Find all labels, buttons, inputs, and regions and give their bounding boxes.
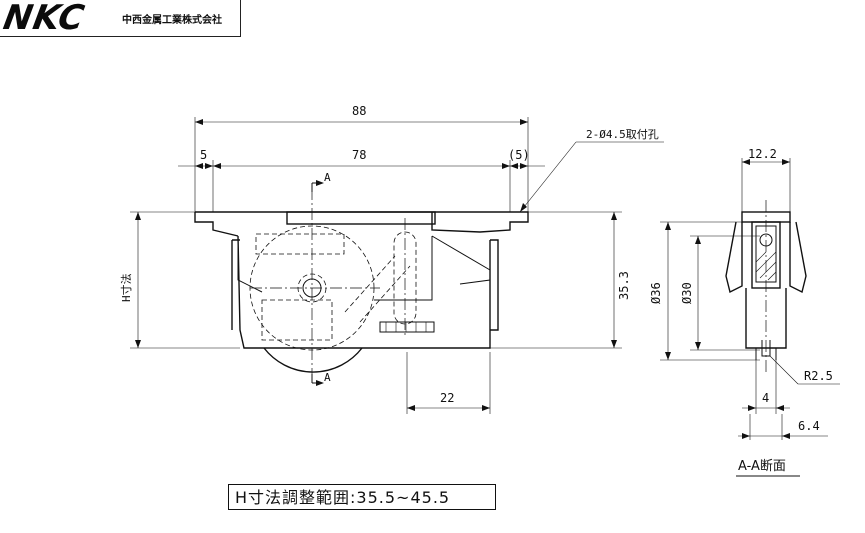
section-mark-bottom: A — [324, 371, 331, 384]
adjustment-range-note: H寸法調整範囲:35.5~45.5 — [228, 484, 496, 510]
dim-inner-dia: Ø30 — [680, 282, 694, 304]
dim-overall-width: 88 — [352, 104, 366, 118]
dim-top-width: 12.2 — [748, 147, 777, 161]
dim-hole-pitch: 78 — [352, 148, 366, 162]
hole-note: 2-Ø4.5取付孔 — [586, 128, 659, 141]
dim-wheel-offset: 22 — [440, 391, 454, 405]
dim-outer-dia: Ø36 — [649, 282, 663, 304]
front-view: 88 78 5 (5) 2-Ø4.5取付孔 H寸法 35.3 — [119, 104, 664, 414]
dim-right-margin: (5) — [508, 148, 530, 162]
dim-left-margin: 5 — [200, 148, 207, 162]
section-view: 12.2 Ø36 Ø30 R2.5 — [649, 147, 840, 477]
company-name: 中西金属工業株式会社 — [122, 15, 222, 26]
dim-height: 35.3 — [617, 271, 631, 300]
label-h: H寸法 — [119, 273, 133, 302]
section-mark-top: A — [324, 171, 331, 184]
dim-groove: 4 — [762, 391, 769, 405]
section-title: A-A断面 — [738, 459, 786, 474]
company-logo-block: NKC 中西金属工業株式会社 — [0, 0, 241, 38]
dim-radius: R2.5 — [804, 369, 833, 383]
dim-wheel-width: 6.4 — [798, 419, 820, 433]
